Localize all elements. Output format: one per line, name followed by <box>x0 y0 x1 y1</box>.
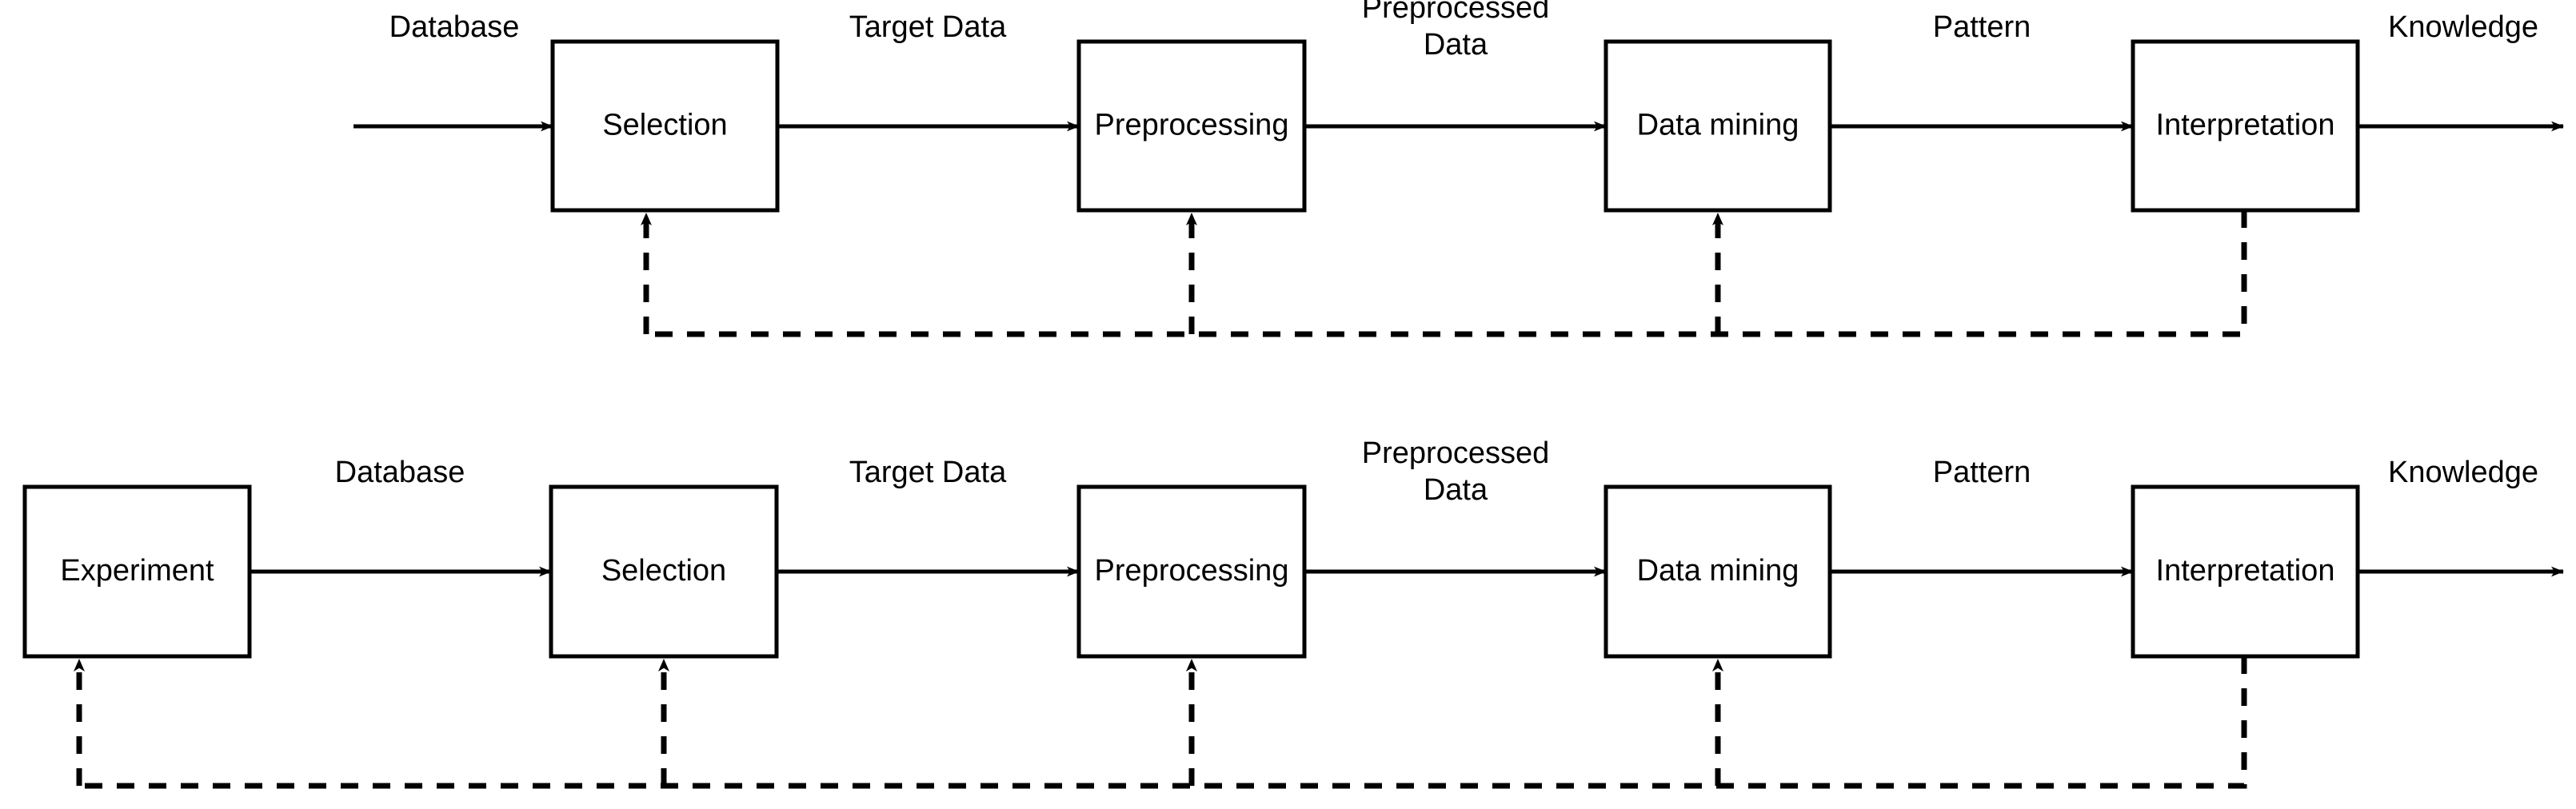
r1-datamining-box <box>1604 39 1832 213</box>
r2-preprocessing-box <box>1076 484 1307 659</box>
r2-selection-box <box>549 484 779 659</box>
r2-label-database-line: Database <box>335 456 465 489</box>
r1-label-knowledge: Knowledge <box>2388 10 2538 44</box>
r1-label-preprocessed-line: Preprocessed <box>1362 0 1549 25</box>
r2-label-target: Target Data <box>849 456 1007 489</box>
r1-label-database: Database <box>389 10 520 44</box>
r2-label-pattern-line: Pattern <box>1933 456 2031 489</box>
r2-interpretation-box <box>2131 484 2360 659</box>
r2-experiment-box <box>22 484 252 659</box>
pipeline-row: Selection Preprocessing Data mining Interpr… <box>353 0 2564 337</box>
r2-interpretation-label: Interpretation <box>2156 554 2335 588</box>
r2-label-knowledge: Knowledge <box>2388 456 2538 489</box>
r1-preprocessing-label: Preprocessing <box>1095 109 1289 142</box>
r2-preprocessing-label: Preprocessing <box>1095 554 1289 588</box>
r2-label-database: Database <box>335 456 465 489</box>
r2-label-knowledge-line: Knowledge <box>2388 456 2538 489</box>
r1-label-preprocessed-line: Data <box>1424 28 1488 62</box>
r1-interpretation-label: Interpretation <box>2156 109 2335 142</box>
r2-label-target-line: Target Data <box>849 456 1007 489</box>
r1-label-target: Target Data <box>849 10 1007 44</box>
r1-datamining-label: Data mining <box>1637 109 1799 142</box>
r2-datamining-label: Data mining <box>1637 554 1799 588</box>
r1-feedback-loop-bus <box>646 210 2247 337</box>
r2-experiment-label: Experiment <box>60 554 214 588</box>
r1-preprocessing-box <box>1076 39 1307 213</box>
r2-feedback-loop-bus <box>79 656 2247 789</box>
r1-label-target-line: Target Data <box>849 10 1007 44</box>
r2-selection-label: Selection <box>601 554 726 588</box>
r1-label-pattern-line: Pattern <box>1933 10 2031 44</box>
r1-label-knowledge-line: Knowledge <box>2388 10 2538 44</box>
r1-label-pattern: Pattern <box>1933 10 2031 44</box>
r2-label-pattern: Pattern <box>1933 456 2031 489</box>
r1-label-database-line: Database <box>389 10 520 44</box>
r2-label-preprocessed-line: Data <box>1424 473 1488 507</box>
pipeline-row: Experiment Selection Preprocessing Data min… <box>22 436 2564 789</box>
r1-selection-box <box>550 39 780 213</box>
r1-interpretation-box <box>2131 39 2360 213</box>
r1-selection-label: Selection <box>602 109 727 142</box>
r2-datamining-box <box>1604 484 1832 659</box>
r2-label-preprocessed-line: Preprocessed <box>1362 436 1549 470</box>
